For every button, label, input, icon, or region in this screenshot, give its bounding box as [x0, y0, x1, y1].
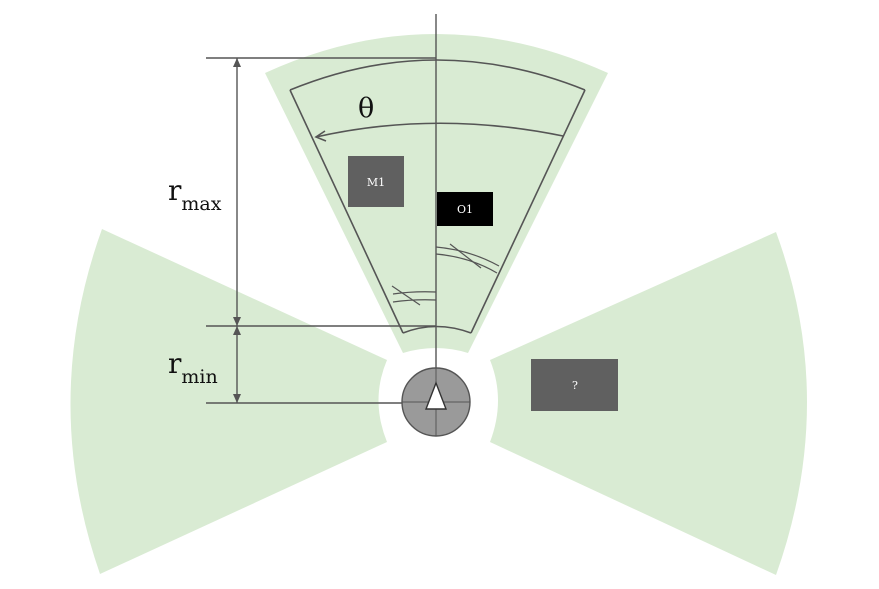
r-max-sub: max	[181, 193, 221, 215]
box-o1: O1	[437, 192, 493, 226]
box-o1-label: O1	[457, 203, 473, 216]
r-min-label: rmin	[168, 347, 218, 388]
box-unknown-label: ?	[572, 379, 578, 392]
sector-right	[490, 232, 807, 575]
r-min-main: r	[168, 347, 182, 380]
dimension-arrowheads	[233, 58, 241, 403]
theta-arc	[315, 122, 564, 138]
box-m1-label: M1	[367, 176, 385, 189]
box-unknown: ?	[531, 359, 618, 411]
theta-label: θ	[358, 93, 374, 124]
sector-left	[70, 229, 387, 574]
hub	[401, 367, 471, 437]
break-marks	[391, 243, 500, 306]
r-max-label: rmax	[168, 174, 222, 215]
r-min-sub: min	[181, 366, 217, 388]
dimension-lines	[206, 57, 436, 404]
hub-triangle	[424, 381, 448, 410]
theta-arrowhead	[314, 130, 327, 142]
box-m1: M1	[348, 156, 404, 207]
r-max-main: r	[168, 174, 182, 207]
